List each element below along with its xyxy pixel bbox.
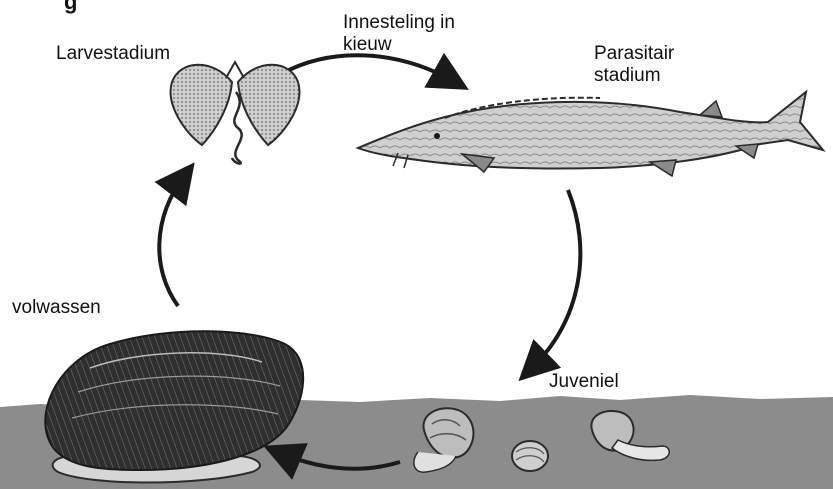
label-juveniel: Juveniel [549,371,619,393]
label-larvestadium: Larvestadium [56,43,170,65]
label-parasitair-stadium: Parasitair stadium [594,43,674,87]
arrow-fish-to-juvenile [530,190,580,370]
sturgeon-illustration [358,92,823,176]
label-parasitair-line2: stadium [594,65,674,87]
label-parasitair-line1: Parasitair [594,43,674,65]
arrow-larva-to-fish [283,55,455,82]
label-innesteling-line2: kieuw [343,34,455,56]
larva-illustration [171,62,300,164]
arrow-adult-to-larva [159,175,185,306]
label-volwassen: volwassen [12,297,101,319]
label-innesteling: Innesteling in kieuw [343,12,455,56]
label-innesteling-line1: Innesteling in [343,12,455,34]
